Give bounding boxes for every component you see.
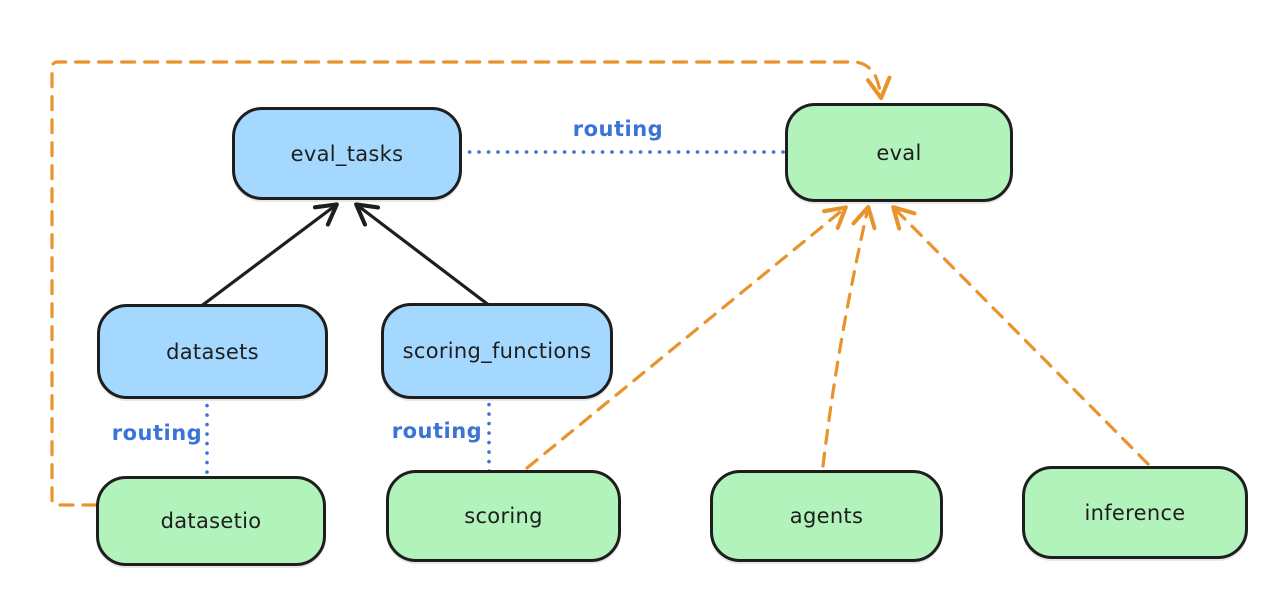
- routing-label-scoring-functions-scoring: routing: [391, 419, 483, 443]
- node-eval: eval: [785, 103, 1013, 202]
- node-inference-label: inference: [1084, 500, 1186, 525]
- routing-label-datasets-datasetio: routing: [111, 421, 203, 445]
- dependency-edge-scoring-to-eval: [525, 205, 848, 470]
- node-scoring: scoring: [386, 470, 621, 562]
- node-eval-label: eval: [876, 140, 922, 165]
- node-datasets: datasets: [97, 304, 328, 399]
- node-eval-tasks-label: eval_tasks: [290, 141, 404, 166]
- node-scoring-functions-label: scoring_functions: [402, 339, 592, 363]
- node-agents: agents: [710, 470, 943, 562]
- dependency-edge-inference-to-eval: [891, 205, 1150, 466]
- node-datasetio: datasetio: [96, 476, 326, 566]
- node-scoring-label: scoring: [464, 504, 543, 528]
- edge-scoring-functions-to-eval-tasks: [354, 202, 492, 308]
- dependency-edge-agents-to-eval: [821, 204, 877, 468]
- dependency-edge-datasetio-to-eval: [50, 60, 892, 507]
- routing-label-eval-tasks-eval: routing: [572, 117, 664, 141]
- node-scoring-functions: scoring_functions: [381, 303, 613, 399]
- edge-datasets-to-eval-tasks: [198, 202, 339, 309]
- node-eval-tasks: eval_tasks: [232, 107, 462, 200]
- node-agents-label: agents: [789, 504, 864, 528]
- node-datasets-label: datasets: [166, 339, 259, 364]
- node-inference: inference: [1022, 466, 1248, 559]
- node-datasetio-label: datasetio: [160, 509, 262, 533]
